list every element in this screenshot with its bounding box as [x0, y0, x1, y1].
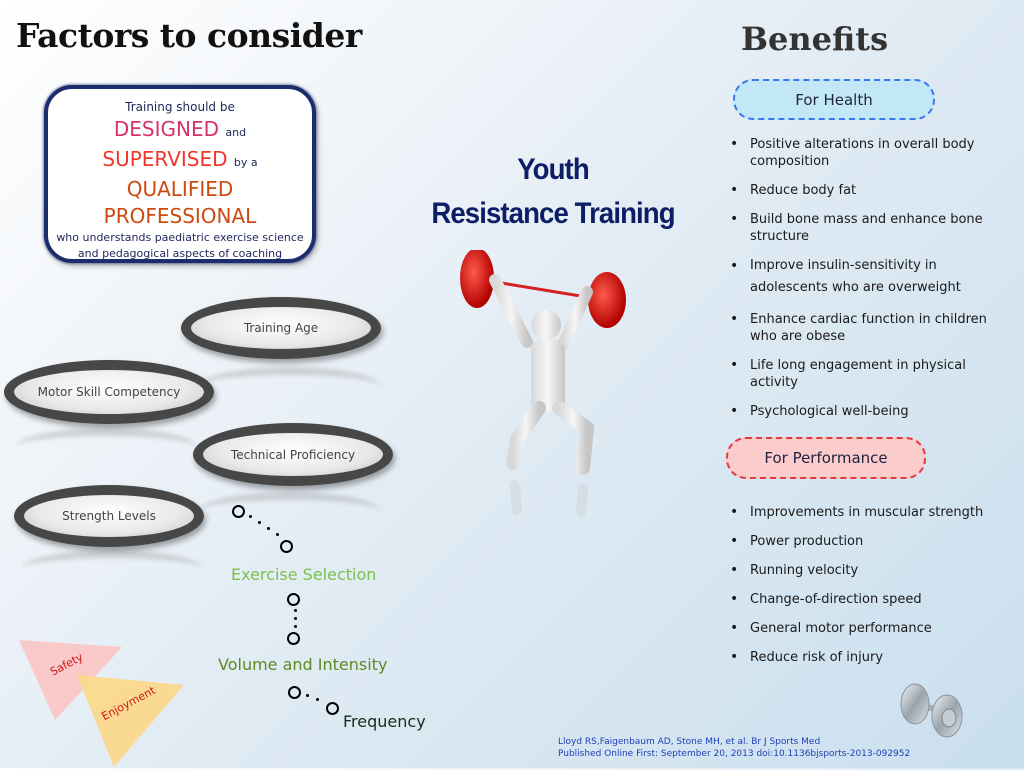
list-item: Build bone mass and enhance bone structu…	[730, 211, 990, 245]
flow-node	[287, 632, 300, 645]
flow-node	[326, 702, 339, 715]
by-a-word: by a	[233, 156, 258, 169]
factor-motor-skill: Motor Skill Competency	[4, 360, 214, 424]
list-item: Improvements in muscular strength	[730, 504, 1000, 521]
for-health-pill: For Health	[733, 79, 935, 120]
flow-dot	[267, 527, 270, 530]
page-title: Youth Resistance Training	[412, 148, 694, 236]
qualified-professional-box: Training should be DESIGNED and SUPERVIS…	[44, 85, 316, 263]
list-item: Improve insulin-sensitivity in adolescen…	[730, 255, 990, 299]
flow-dot	[316, 698, 319, 701]
weightlifter-figure-icon	[460, 250, 626, 517]
qual-desc2: and pedagogical aspects of coaching	[77, 247, 283, 260]
flow-dot	[276, 533, 279, 536]
shadow-arc	[200, 367, 380, 405]
list-item: Positive alterations in overall body com…	[730, 136, 990, 170]
flow-dot	[249, 515, 252, 518]
factor-technical-proficiency: Technical Proficiency	[193, 423, 393, 486]
for-performance-pill: For Performance	[726, 437, 926, 479]
shadow-arc	[200, 492, 380, 530]
factors-heading: Factors to consider	[16, 16, 362, 55]
list-item: Life long engagement in physical activit…	[730, 357, 990, 391]
supervised-word: SUPERVISED	[102, 147, 228, 171]
list-item: Psychological well-being	[730, 403, 990, 420]
enjoyment-triangle	[77, 675, 184, 767]
factor-label: Technical Proficiency	[230, 447, 356, 462]
benefits-heading: Benefits	[741, 20, 889, 58]
health-benefits-list: Positive alterations in overall body com…	[730, 136, 990, 432]
flow-dot	[306, 694, 309, 697]
citation: Lloyd RS,Faigenbaum AD, Stone MH, et al.…	[558, 736, 910, 760]
dumbbell-icon	[900, 683, 963, 738]
flow-frequency: Frequency	[343, 712, 426, 731]
flow-dot	[294, 625, 297, 628]
and-word: and	[225, 126, 247, 139]
qual-desc1: who understands paediatric exercise scie…	[56, 231, 304, 244]
safety-enjoyment-triangles	[19, 640, 184, 767]
performance-benefits-list: Improvements in muscular strength Power …	[730, 504, 1000, 678]
flow-dot	[294, 609, 297, 612]
flow-node	[288, 686, 301, 699]
professional-word: PROFESSIONAL	[103, 204, 257, 228]
flow-node	[287, 593, 300, 606]
list-item: Reduce risk of injury	[730, 649, 1000, 666]
factor-training-age: Training Age	[181, 297, 381, 359]
qualified-word: QUALIFIED	[126, 177, 234, 201]
qual-line1: Training should be	[125, 100, 235, 114]
title-line1: Youth	[517, 153, 589, 186]
list-item: Change-of-direction speed	[730, 591, 1000, 608]
factor-strength-levels: Strength Levels	[14, 485, 204, 547]
list-item: Reduce body fat	[730, 182, 990, 199]
safety-triangle	[19, 640, 122, 720]
list-item: Enhance cardiac function in children who…	[730, 311, 990, 345]
flow-volume-intensity: Volume and Intensity	[218, 655, 388, 674]
shadow-arc	[22, 550, 202, 588]
list-item: General motor performance	[730, 620, 1000, 637]
flow-exercise-selection: Exercise Selection	[231, 565, 377, 584]
flow-dot	[258, 521, 261, 524]
flow-node	[232, 505, 245, 518]
factor-label: Motor Skill Competency	[37, 385, 181, 399]
citation-line1: Lloyd RS,Faigenbaum AD, Stone MH, et al.…	[558, 737, 821, 747]
shadow-arc	[16, 428, 196, 466]
factor-label: Strength Levels	[62, 509, 156, 523]
for-health-label: For Health	[795, 90, 873, 109]
list-item: Power production	[730, 533, 1000, 550]
title-line2: Resistance Training	[431, 197, 675, 230]
list-item: Running velocity	[730, 562, 1000, 579]
flow-node	[280, 540, 293, 553]
factor-label: Training Age	[243, 321, 319, 335]
for-performance-label: For Performance	[764, 449, 888, 467]
citation-line2: Published Online First: September 20, 20…	[558, 749, 911, 759]
designed-word: DESIGNED	[113, 117, 220, 141]
flow-dot	[294, 617, 297, 620]
